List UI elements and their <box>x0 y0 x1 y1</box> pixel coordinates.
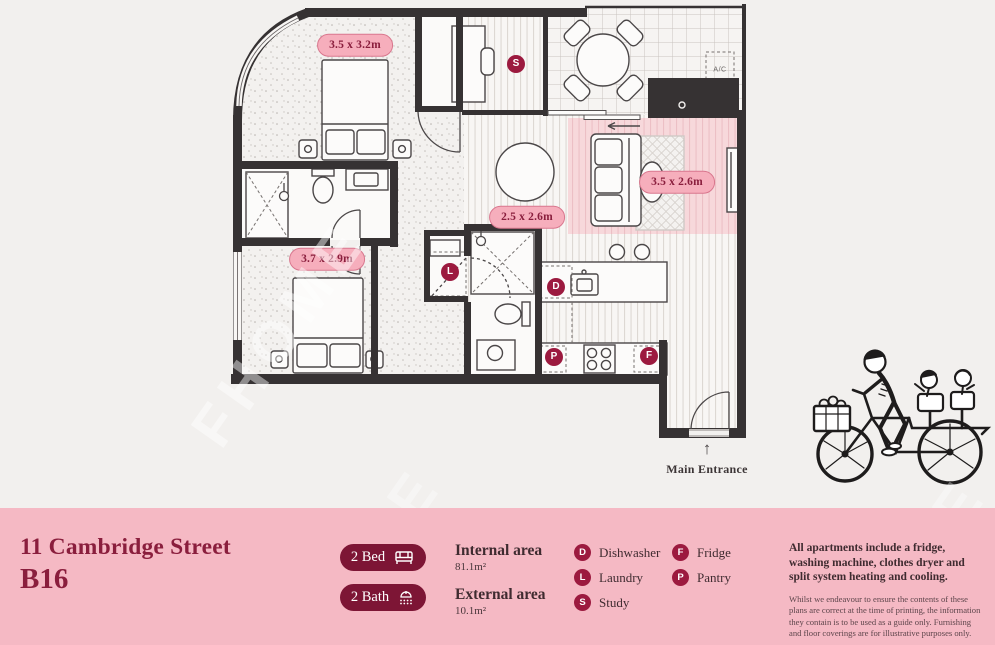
inclusions-note: All apartments include a fridge, washing… <box>789 542 965 584</box>
bedroom2-dimension-label: 3.7 x 2.9m <box>289 247 365 271</box>
cargo-bike-illustration <box>812 349 992 485</box>
legend-item-laundry: L Laundry <box>574 569 660 586</box>
bedroom1-dimension-label: 3.5 x 3.2m <box>317 33 393 57</box>
floor-plan: 3.5 x 3.2m 3.7 x 2.9m 2.5 x 2.6m 3.5 x 2… <box>231 4 748 477</box>
legend-item-study: S Study <box>574 594 660 611</box>
entrance-text: Main Entrance <box>666 462 748 476</box>
main-entrance-label: ↑ Main Entrance <box>666 440 748 477</box>
dining-dimension-label: 2.5 x 2.6m <box>489 205 565 229</box>
legend-column-1: D Dishwasher L Laundry S Study <box>574 544 660 619</box>
disclaimer-block: All apartments include a fridge, washing… <box>789 541 983 639</box>
pantry-key-icon: P <box>672 569 689 586</box>
ac-unit-label: A/C <box>713 66 727 74</box>
external-area-value: 10.1m² <box>455 605 487 617</box>
shower-icon <box>400 590 413 604</box>
legend-column-2: F Fridge P Pantry <box>672 544 731 594</box>
internal-area-label: Internal area <box>455 542 543 559</box>
fridge-key-icon: F <box>672 544 689 561</box>
legend-item-fridge: F Fridge <box>672 544 731 561</box>
bath-count-badge: 2 Bath <box>340 584 426 611</box>
dishwasher-marker: D <box>547 278 565 296</box>
bed-count-badge: 2 Bed <box>340 544 426 571</box>
address-title: 11 Cambridge Street <box>20 534 231 560</box>
pantry-marker: P <box>545 348 563 366</box>
disclaimer-note: Whilst we endeavour to ensure the conten… <box>789 594 981 638</box>
info-band: 11 Cambridge Street B16 2 Bed 2 Bath <box>0 508 995 645</box>
study-key-icon: S <box>574 594 591 611</box>
internal-area-value: 81.1m² <box>455 561 487 573</box>
bath-count-label: 2 Bath <box>350 589 390 605</box>
bed-count-label: 2 Bed <box>350 549 386 565</box>
legend-item-pantry: P Pantry <box>672 569 731 586</box>
fridge-marker: F <box>640 347 658 365</box>
legend-item-dishwasher: D Dishwasher <box>574 544 660 561</box>
dishwasher-key-icon: D <box>574 544 591 561</box>
external-area-label: External area <box>455 586 546 603</box>
laundry-marker: L <box>441 263 459 281</box>
bed-icon <box>395 550 413 564</box>
living-dimension-label: 3.5 x 2.6m <box>639 170 715 194</box>
laundry-key-icon: L <box>574 569 591 586</box>
entrance-arrow-icon: ↑ <box>702 439 712 458</box>
unit-number: B16 <box>20 563 69 595</box>
study-marker: S <box>507 55 525 73</box>
